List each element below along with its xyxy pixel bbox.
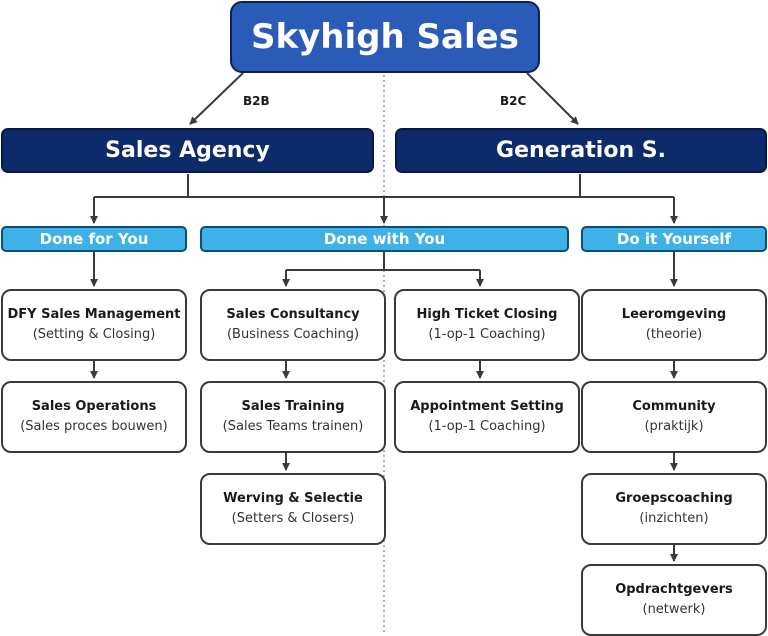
item-sales-training: Sales Training (Sales Teams trainen) — [200, 381, 386, 453]
item-subtitle: (Business Coaching) — [226, 327, 360, 342]
item-title: DFY Sales Management — [7, 307, 181, 322]
category-done-with-you-label: Done with You — [323, 230, 446, 248]
item-subtitle: (1-op-1 Coaching) — [428, 419, 546, 434]
item-subtitle: (netwerk) — [642, 602, 706, 617]
item-community: Community (praktijk) — [581, 381, 767, 453]
item-sales-consultancy: Sales Consultancy (Business Coaching) — [200, 289, 386, 361]
item-werving-selectie: Werving & Selectie (Setters & Closers) — [200, 473, 386, 545]
item-subtitle: (praktijk) — [644, 419, 704, 434]
item-subtitle: (Setters & Closers) — [231, 511, 355, 526]
item-title: Werving & Selectie — [223, 491, 363, 506]
category-done-for-you-label: Done for You — [39, 230, 149, 248]
item-leeromgeving: Leeromgeving (theorie) — [581, 289, 767, 361]
connector-dwy-split — [286, 252, 480, 271]
category-done-with-you: Done with You — [200, 226, 569, 252]
item-opdrachtgevers: Opdrachtgevers (netwerk) — [581, 564, 767, 636]
category-do-it-yourself-label: Do it Yourself — [616, 230, 732, 248]
item-appointment-setting: Appointment Setting (1-op-1 Coaching) — [394, 381, 580, 453]
item-title: Groepscoaching — [615, 491, 733, 506]
item-high-ticket-closing: High Ticket Closing (1-op-1 Coaching) — [394, 289, 580, 361]
item-title: High Ticket Closing — [416, 307, 558, 322]
branch-generation-s: Generation S. — [395, 128, 767, 173]
item-title: Leeromgeving — [621, 307, 727, 322]
item-subtitle: (Setting & Closing) — [32, 327, 156, 342]
item-title: Sales Consultancy — [226, 307, 360, 322]
category-do-it-yourself: Do it Yourself — [581, 226, 767, 252]
arrow-title-to-sales-agency — [189, 72, 244, 125]
item-subtitle: (1-op-1 Coaching) — [428, 327, 546, 342]
category-done-for-you: Done for You — [1, 226, 187, 252]
branch-sales-agency-label: Sales Agency — [105, 138, 270, 163]
item-dfy-sales-management: DFY Sales Management (Setting & Closing) — [1, 289, 187, 361]
item-subtitle: (Sales Teams trainen) — [222, 419, 364, 434]
item-sales-operations: Sales Operations (Sales proces bouwen) — [1, 381, 187, 453]
arrow-title-to-generation-s — [526, 72, 579, 125]
item-title: Sales Operations — [31, 399, 157, 414]
item-title: Opdrachtgevers — [615, 582, 733, 597]
label-b2b: B2B — [243, 94, 270, 108]
item-subtitle: (theorie) — [645, 327, 703, 342]
branch-sales-agency: Sales Agency — [1, 128, 374, 173]
item-title: Appointment Setting — [410, 399, 564, 414]
title-box: Skyhigh Sales — [230, 1, 540, 73]
branch-generation-s-label: Generation S. — [496, 138, 666, 163]
label-b2c: B2C — [500, 94, 527, 108]
item-subtitle: (inzichten) — [639, 511, 709, 526]
item-title: Community — [632, 399, 716, 414]
item-groepscoaching: Groepscoaching (inzichten) — [581, 473, 767, 545]
item-title: Sales Training — [241, 399, 345, 414]
page-title: Skyhigh Sales — [251, 17, 519, 57]
item-subtitle: (Sales proces bouwen) — [20, 419, 168, 434]
